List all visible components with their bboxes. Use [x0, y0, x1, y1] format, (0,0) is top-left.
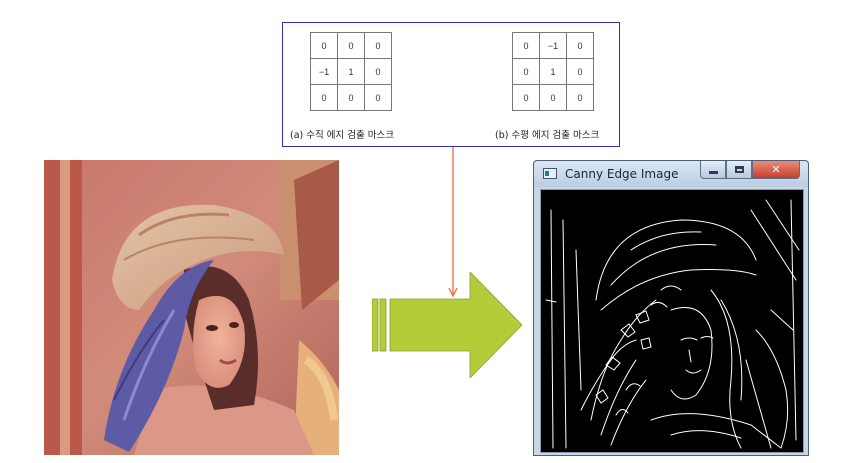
process-arrow	[372, 272, 523, 378]
vertical-mask-caption: (a) 수직 에지 검출 마스크	[290, 130, 394, 141]
mask-cell: 0	[512, 84, 540, 111]
mask-cell: −1	[310, 58, 338, 85]
close-icon: ✕	[771, 163, 781, 176]
maximize-button[interactable]	[726, 161, 752, 179]
mask-cell: 0	[337, 32, 365, 59]
mask-row: 0 0 0	[512, 84, 594, 111]
mask-cell: 0	[566, 58, 594, 85]
lena-photo	[44, 160, 339, 455]
mask-cell: 0	[364, 32, 392, 59]
maximize-icon	[734, 166, 744, 173]
mask-cell: 0	[512, 58, 540, 85]
minimize-icon	[708, 171, 718, 174]
mask-cell: 0	[364, 58, 392, 85]
horizontal-mask-caption: (b) 수평 에지 검출 마스크	[495, 130, 600, 141]
close-button[interactable]: ✕	[752, 161, 800, 179]
window-title: Canny Edge Image	[565, 167, 679, 181]
mask-cell: 0	[566, 32, 594, 59]
mask-cell: 0	[337, 84, 365, 111]
mask-cell: 1	[337, 58, 365, 85]
mask-cell: 0	[310, 84, 338, 111]
mask-cell: 0	[310, 32, 338, 59]
horizontal-edge-mask-table: 0 −1 0 0 1 0 0 0 0	[512, 32, 594, 111]
mask-row: 0 −1 0	[512, 32, 594, 59]
app-window-icon	[543, 168, 557, 179]
mask-row: −1 1 0	[310, 58, 392, 85]
mask-cell: 0	[364, 84, 392, 111]
mask-row: 0 1 0	[512, 58, 594, 85]
edge-mask-panel: 0 0 0 −1 1 0 0 0 0 (a) 수직 에지 검출 마스크 0 −1…	[282, 22, 620, 147]
window-titlebar[interactable]: Canny Edge Image ✕	[534, 161, 808, 187]
mask-row: 0 0 0	[310, 84, 392, 111]
mask-cell: 0	[512, 32, 540, 59]
mask-row: 0 0 0	[310, 32, 392, 59]
mask-cell: 0	[566, 84, 594, 111]
connector-arrow	[448, 147, 458, 298]
canny-edge-image	[540, 189, 804, 453]
vertical-edge-mask-table: 0 0 0 −1 1 0 0 0 0	[310, 32, 392, 111]
mask-cell: 1	[539, 58, 567, 85]
canny-edge-window: Canny Edge Image ✕	[533, 160, 809, 456]
mask-cell: 0	[539, 84, 567, 111]
mask-cell: −1	[539, 32, 567, 59]
minimize-button[interactable]	[700, 161, 726, 179]
